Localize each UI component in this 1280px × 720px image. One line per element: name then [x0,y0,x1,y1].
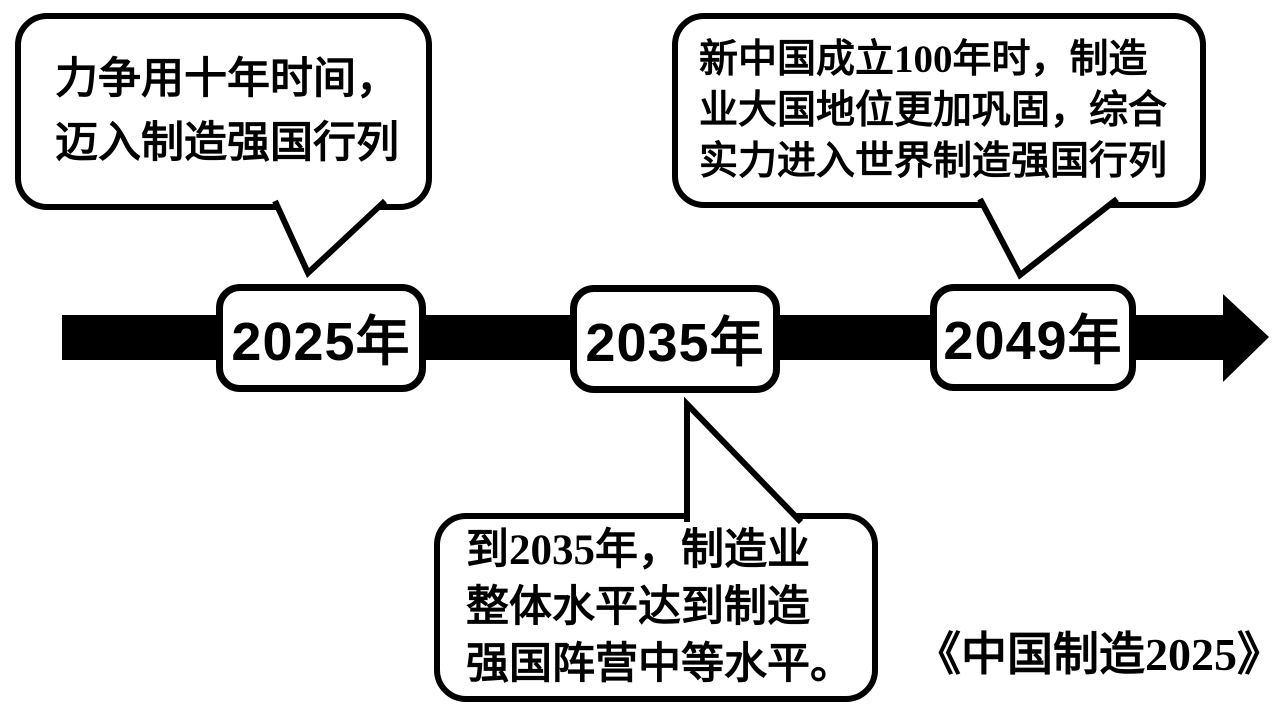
speech-bubble-2035-goal: 到2035年，制造业 整体水平达到制造 强国阵营中等水平。 [434,513,878,702]
milestone-label-2025: 2025年 [231,311,411,372]
arrowhead-icon [1223,294,1269,382]
bubble-2035-line-3: 强国阵营中等水平。 [466,641,853,688]
speech-bubble-2049-goal: 新中国成立100年时，制造 业大国地位更加巩固，综合 实力进入世界制造强国行列 [672,13,1206,208]
milestone-box-2025: 2025年 [216,284,426,392]
milestone-box-2035: 2035年 [570,285,780,393]
bubble-2035-line-1: 到2035年，制造业 [466,527,810,574]
bubble-tail-2025 [272,198,388,279]
bubble-tail-2035 [684,396,804,525]
source-citation: 《中国制造2025》 [915,629,1280,680]
bubble-tail-2049 [977,196,1119,280]
bubble-2025-line-1: 力争用十年时间， [55,55,399,103]
bubble-2049-line-3: 实力进入世界制造强国行列 [699,140,1168,183]
bubble-2035-line-2: 整体水平达到制造 [466,584,810,631]
milestone-label-2049: 2049年 [943,311,1123,371]
milestone-label-2035: 2035年 [585,312,765,373]
speech-bubble-2025-goal: 力争用十年时间， 迈入制造强国行列 [15,13,432,210]
bubble-2049-line-1: 新中国成立100年时，制造 [699,38,1148,81]
bubble-2049-line-2: 业大国地位更加巩固，综合 [699,89,1168,132]
bubble-2025-line-2: 迈入制造强国行列 [55,119,399,167]
milestone-box-2049: 2049年 [930,284,1136,391]
